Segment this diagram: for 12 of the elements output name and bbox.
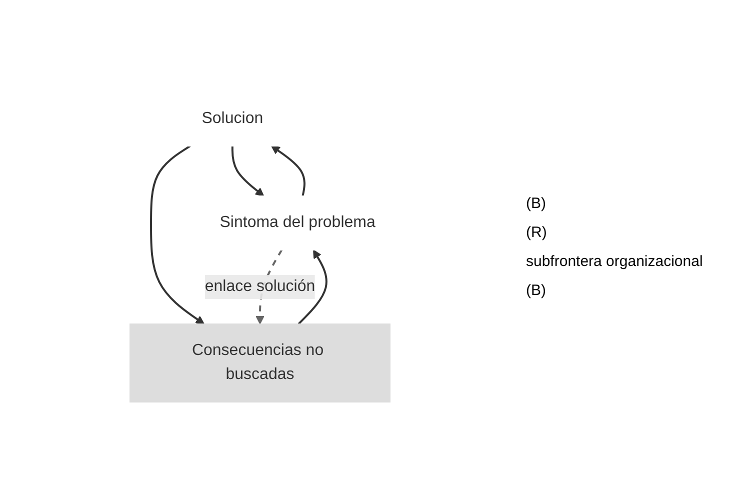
loop-label: (B) (526, 195, 547, 212)
loop-label: subfrontera organizacional (526, 253, 704, 270)
arrow (298, 250, 328, 325)
arrow (271, 146, 306, 196)
loop-label: (R) (526, 224, 548, 241)
edge-label: enlace solución (205, 278, 316, 295)
node-box: Consecuencias no buscadas (130, 324, 391, 402)
arrow (232, 146, 264, 196)
node-text: Solucion (202, 110, 264, 127)
loop-label: (B) (526, 282, 547, 299)
node-text: Sintoma del problema (220, 214, 376, 231)
arrow (150, 145, 205, 324)
